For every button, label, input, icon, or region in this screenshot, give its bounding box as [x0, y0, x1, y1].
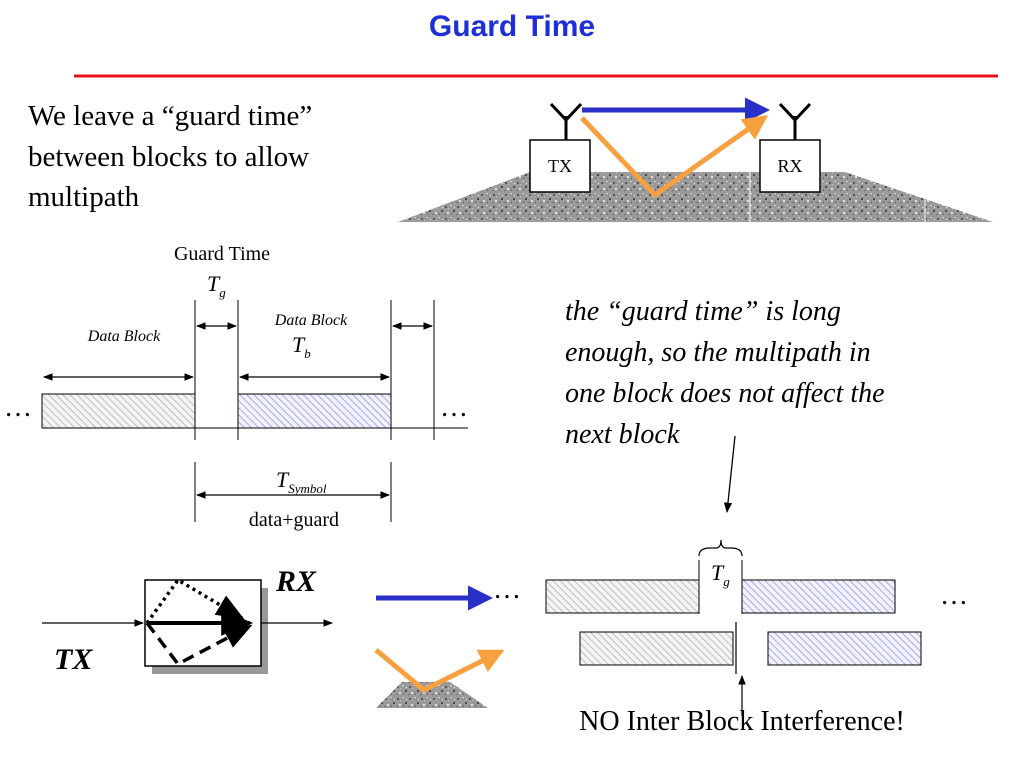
block-timing-diagram: Guard Time Tg Data Block Data Block Tb ……	[4, 243, 470, 531]
rx-block-blue-top	[741, 579, 896, 614]
data-guard-label: data+guard	[249, 509, 339, 531]
rx-box	[759, 139, 821, 193]
reflected-path-arrow-small	[374, 648, 505, 693]
channel-diagram: TX RX	[42, 565, 333, 676]
guard-time-label: Guard Time	[174, 243, 270, 265]
rx-tg-symbol: Tg	[711, 560, 730, 589]
note-pointer-arrow	[723, 435, 736, 514]
rx-block-gray-delayed	[579, 631, 734, 666]
rx-label: RX	[777, 156, 802, 176]
intro-line-2: between blocks to allow	[28, 141, 309, 173]
data-block-right-label: Data Block	[274, 312, 348, 329]
intro-text: We leave a “guard time” between blocks t…	[28, 100, 312, 213]
rx-block-blue-delayed	[767, 631, 922, 666]
tsymbol-symbol: TSymbol	[276, 467, 327, 496]
intro-line-3: multipath	[28, 181, 140, 213]
note-line-2: enough, so the multipath in	[565, 337, 871, 368]
note-line-3: one block does not affect the	[565, 378, 885, 409]
note-line-4: next block	[565, 419, 680, 450]
rx-block-gray-top	[545, 579, 700, 614]
antenna-scene: TX RX	[398, 97, 993, 222]
rx-ellipsis-right: …	[940, 580, 970, 611]
intro-line-1: We leave a “guard time”	[28, 100, 312, 132]
note-line-1: the “guard time” is long	[565, 296, 841, 327]
received-blocks: … … Tg NO Inter Block Interference!	[493, 539, 970, 737]
ellipsis-right: …	[440, 392, 470, 423]
tx-antenna-icon	[549, 102, 583, 140]
channel-rx-label: RX	[275, 565, 317, 598]
channel-tx-label: TX	[54, 643, 93, 676]
tx-label: TX	[548, 156, 572, 176]
ellipsis-left: …	[4, 392, 34, 423]
tb-symbol: Tb	[292, 332, 311, 361]
conclusion-text: NO Inter Block Interference!	[579, 706, 905, 737]
tx-box	[529, 139, 591, 193]
reflected-path-arrow	[580, 115, 769, 199]
tg-symbol: Tg	[207, 271, 226, 300]
rx-antenna-icon	[778, 102, 812, 140]
guard-brace	[698, 539, 743, 557]
slide-title: Guard Time	[429, 10, 595, 43]
data-block-left-label: Data Block	[87, 328, 161, 345]
data-block-blue	[237, 393, 392, 429]
ground-mini	[376, 682, 488, 708]
ground-terrain	[398, 172, 993, 222]
dashed-ray	[145, 621, 253, 667]
rx-ellipsis-left: …	[493, 574, 523, 605]
guard-time-note: the “guard time” is long enough, so the …	[565, 296, 885, 514]
data-block-gray	[41, 393, 196, 429]
path-legend	[374, 585, 505, 708]
